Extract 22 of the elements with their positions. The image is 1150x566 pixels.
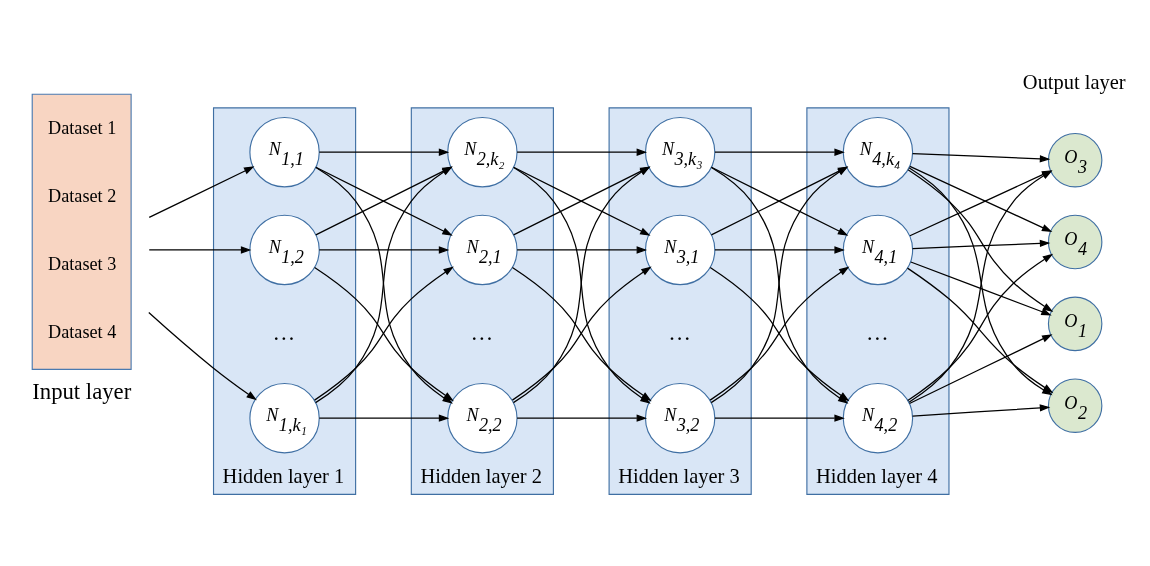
arrow: [911, 152, 1051, 162]
arrow: [516, 148, 648, 156]
arrow: [910, 260, 1052, 315]
label: Output layer: [1022, 70, 1126, 93]
arrow: [318, 245, 450, 254]
arrow: [516, 414, 648, 422]
arrow: [911, 239, 1051, 249]
arrow: [148, 165, 255, 218]
arrow: [714, 148, 845, 156]
arrow: [148, 311, 257, 400]
arrow: [318, 414, 450, 422]
arrow: [714, 245, 845, 254]
arrow: [911, 403, 1051, 417]
arrow: [148, 245, 252, 254]
arrow: [516, 245, 648, 254]
label: …: [866, 319, 889, 345]
label: …: [272, 319, 296, 345]
arrow: [714, 414, 845, 422]
label: …: [668, 319, 691, 345]
arrow: [318, 148, 450, 156]
node-label: Input layer: [32, 378, 132, 404]
label: …: [470, 319, 494, 345]
